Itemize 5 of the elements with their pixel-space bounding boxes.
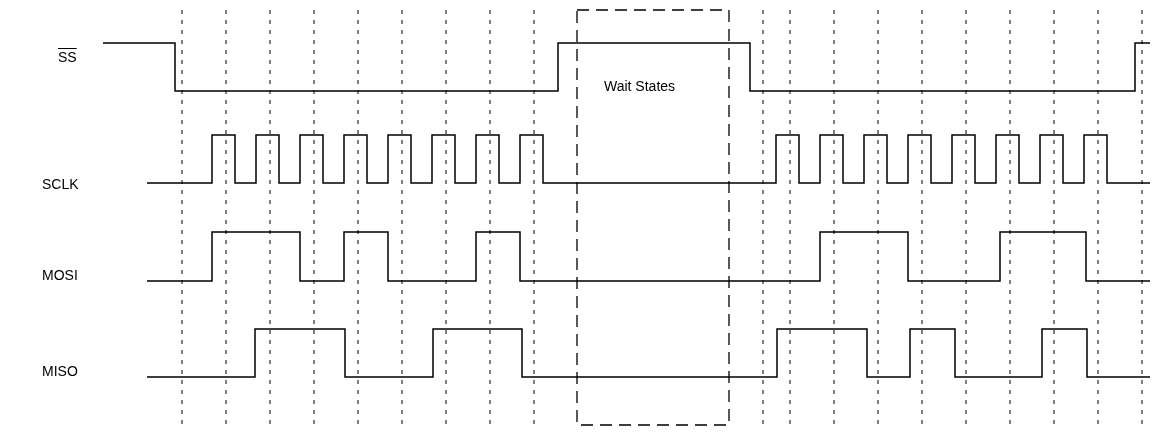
region-label: Wait States: [604, 78, 676, 94]
signal-name: MOSI: [42, 267, 78, 283]
signal-name: SS: [58, 49, 77, 65]
signal-name: SCLK: [42, 176, 79, 192]
signal-name: MISO: [42, 363, 78, 379]
